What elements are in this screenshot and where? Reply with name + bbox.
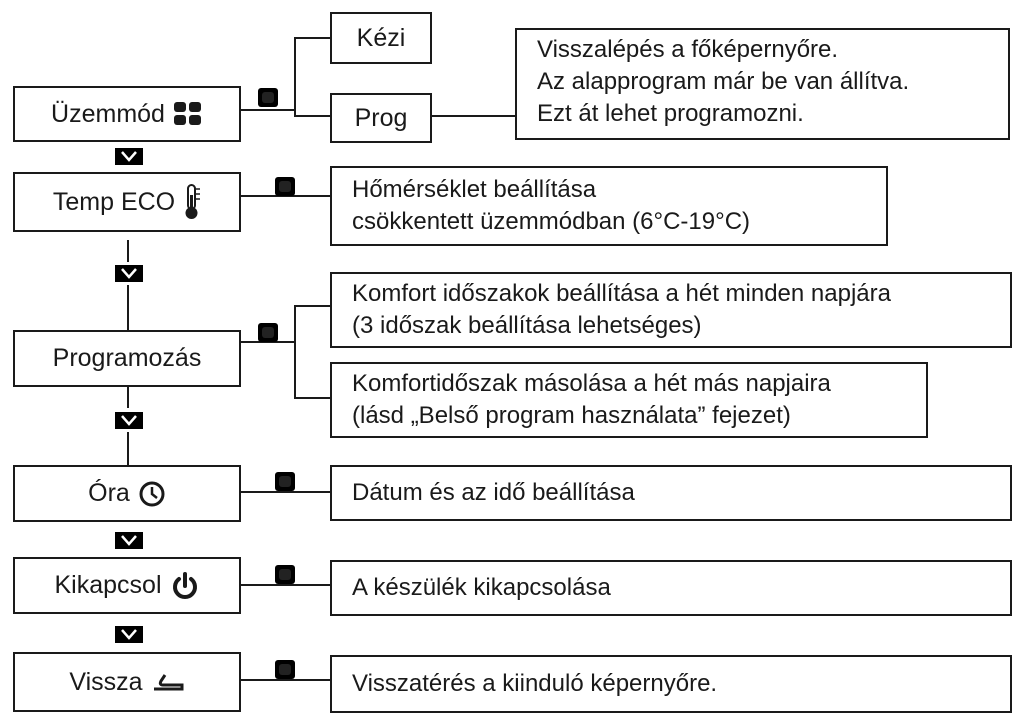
menu-item-mode[interactable]: Üzemmód [13, 86, 241, 142]
down-arrow-icon[interactable] [115, 412, 143, 429]
submenu-program-label: Prog [354, 103, 408, 132]
description-line: Dátum és az idő beállítása [352, 479, 635, 506]
down-arrow-icon[interactable] [115, 532, 143, 549]
return-icon [153, 674, 184, 691]
description-line: Ezt át lehet programozni. [537, 100, 804, 127]
description-line: Komfortidőszak másolása a hét más napjai… [352, 370, 831, 397]
menu-item-clock[interactable]: Óra [13, 465, 241, 522]
submenu-manual[interactable]: Kézi [330, 12, 432, 64]
menu-label: Programozás [52, 344, 202, 372]
description-back: Visszatérés a kiinduló képernyőre. [330, 655, 1012, 713]
menu-label: Kikapcsol [54, 571, 162, 599]
description-line: Visszatérés a kiinduló képernyőre. [352, 670, 718, 697]
description-temp-eco: Hőmérséklet beállítása csökkentett üzemm… [330, 166, 888, 246]
description-line: Hőmérséklet beállítása [352, 176, 597, 203]
menu-label: Üzemmód [51, 99, 165, 128]
submenu-manual-label: Kézi [356, 23, 406, 52]
description-line: Az alapprogram már be van állítva. [537, 68, 910, 95]
ok-button[interactable] [275, 472, 295, 491]
ok-button[interactable] [275, 660, 295, 679]
menu-item-programming[interactable]: Programozás [13, 330, 241, 387]
description-clock: Dátum és az idő beállítása [330, 465, 1012, 521]
menu-item-temp-eco[interactable]: Temp ECO [13, 172, 241, 232]
description-power: A készülék kikapcsolása [330, 560, 1012, 616]
ok-button[interactable] [258, 323, 278, 342]
mode-grid-icon [173, 102, 201, 125]
description-programming-periods: Komfort időszakok beállítása a hét minde… [330, 272, 1012, 348]
submenu-program[interactable]: Prog [330, 93, 432, 143]
ok-button[interactable] [275, 177, 295, 196]
menu-label: Vissza [69, 667, 143, 696]
description-prog: Visszalépés a főképernyőre. Az alapprogr… [515, 28, 1010, 140]
down-arrow-icon[interactable] [115, 626, 143, 643]
menu-item-back[interactable]: Vissza [13, 652, 241, 712]
down-arrow-icon[interactable] [115, 265, 143, 282]
power-icon [172, 571, 197, 599]
description-line: Visszalépés a főképernyőre. [537, 36, 839, 63]
description-line: Komfort időszakok beállítása a hét minde… [352, 280, 891, 307]
clock-icon [139, 481, 165, 506]
description-line: (3 időszak beállítása lehetséges) [352, 312, 702, 339]
description-line: A készülék kikapcsolása [352, 574, 611, 601]
ok-button[interactable] [275, 565, 295, 584]
description-line: (lásd „Belső program használata” fejezet… [352, 402, 791, 429]
thermometer-icon [185, 184, 201, 219]
menu-item-power[interactable]: Kikapcsol [13, 557, 241, 614]
menu-label: Óra [88, 479, 130, 507]
menu-label: Temp ECO [52, 187, 176, 216]
description-programming-copy: Komfortidőszak másolása a hét más napjai… [330, 362, 928, 438]
description-line: csökkentett üzemmódban (6°C-19°C) [352, 208, 751, 235]
down-arrow-icon[interactable] [115, 148, 143, 165]
ok-button[interactable] [258, 88, 278, 107]
